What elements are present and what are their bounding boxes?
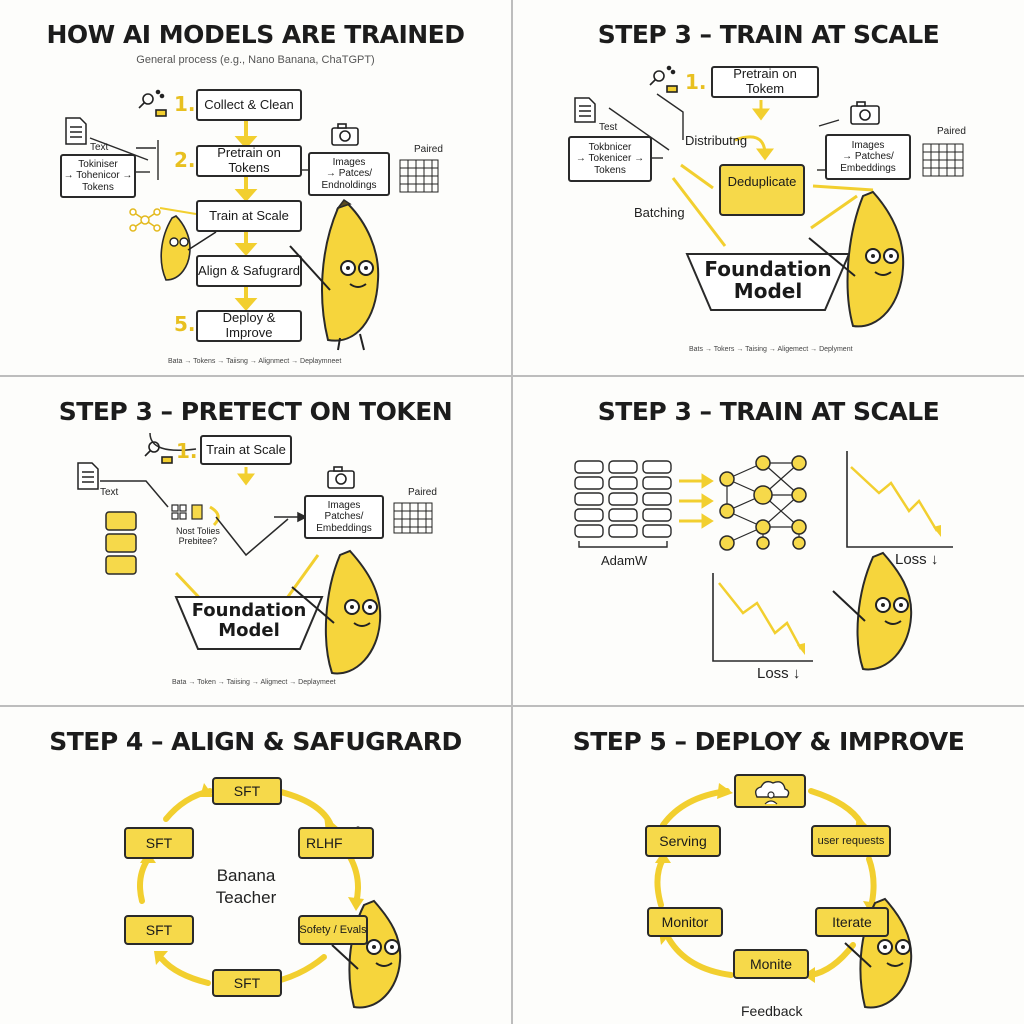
camera-icon bbox=[327, 466, 355, 489]
paired-label: Paired bbox=[937, 126, 966, 137]
banana-mascot-large bbox=[289, 198, 380, 351]
icons-layer bbox=[65, 89, 439, 232]
images-box: Images → Patches/ Embeddings bbox=[825, 134, 911, 180]
cycle-node-user-requests: user requests bbox=[811, 825, 891, 857]
panel-pretrain: STEP 3 – PRETECT ON TOKEN bbox=[0, 377, 511, 705]
flow-arrows bbox=[574, 65, 964, 328]
pixel-grid-icon bbox=[393, 502, 433, 534]
training-graphics bbox=[574, 451, 953, 671]
flow-and-icons bbox=[77, 432, 433, 675]
panel-title: STEP 3 – TRAIN AT SCALE bbox=[597, 20, 940, 49]
cloud-user-icon bbox=[734, 774, 806, 808]
foundation-model-label: Foundation Model bbox=[704, 257, 832, 303]
cycle-node-monitor: Monitor bbox=[647, 907, 723, 937]
banana-mascot bbox=[291, 549, 382, 675]
panel-title: STEP 4 – ALIGN & SAFUGRARD bbox=[49, 727, 462, 756]
foundation-trapezoid bbox=[685, 253, 851, 311]
step-box-pretrain: Pretrain on Tokens bbox=[196, 145, 302, 177]
panel-title: HOW AI MODELS ARE TRAINED bbox=[46, 20, 466, 49]
cycle-node-iterate: Iterate bbox=[815, 907, 889, 937]
banana-mascot bbox=[808, 190, 905, 328]
neural-network-icon bbox=[719, 455, 807, 551]
step-box-train: Train at Scale bbox=[200, 435, 292, 465]
foundation-trapezoid bbox=[174, 596, 324, 650]
cycle-arrows bbox=[654, 774, 913, 1009]
distributing-label: Distributng bbox=[685, 133, 748, 148]
text-label: Text bbox=[90, 142, 109, 153]
tokenizer-box: Tokiniser → Tohenicor → Tokens bbox=[60, 154, 136, 198]
panel-footer: Bats → Tokers → Taising → Aligemect → De… bbox=[689, 346, 853, 353]
loss-chart-bottom bbox=[712, 573, 813, 662]
step-box-train: Train at Scale bbox=[196, 200, 302, 232]
cycle-node-rlhf: RLHF bbox=[298, 827, 374, 859]
images-box: Images → Patces/ Endnoldings bbox=[308, 152, 390, 196]
cycle-node-sft-bottom: SFT bbox=[212, 969, 282, 997]
token-grid-icon bbox=[171, 504, 203, 520]
cycle-node-sft-left-top: SFT bbox=[124, 827, 194, 859]
document-icon bbox=[65, 117, 87, 145]
document-icon bbox=[77, 462, 99, 490]
step-number: 1. bbox=[174, 92, 196, 116]
batching-label: Batching bbox=[634, 205, 685, 220]
paired-label: Paired bbox=[414, 144, 443, 155]
panel-deploy: STEP 5 – DEPLOY & IMPROVE bbox=[513, 707, 1024, 1024]
network-icon bbox=[129, 208, 161, 232]
loss-label-bottom: Loss ↓ bbox=[757, 665, 801, 682]
images-box: Images Patches/ Embeddings bbox=[304, 495, 384, 539]
tokenizer-box: Tokbnicer → Tokenicer → Tokens bbox=[568, 136, 652, 182]
step-box-align: Align & Safugrard bbox=[196, 255, 302, 287]
panel-subtitle: General process (e.g., Nano Banana, ChaT… bbox=[136, 54, 375, 66]
feedback-label: Feedback bbox=[741, 1003, 803, 1019]
loss-label-top: Loss ↓ bbox=[895, 551, 939, 568]
magnifier-icon bbox=[649, 65, 678, 93]
document-icon bbox=[574, 97, 596, 123]
cycle-node-monite: Monite bbox=[733, 949, 809, 979]
camera-icon bbox=[850, 101, 880, 125]
banana-mascot bbox=[832, 551, 913, 671]
magnifier-icon bbox=[138, 89, 167, 117]
step-number: 1. bbox=[685, 70, 707, 94]
pixel-grid-icon bbox=[922, 143, 964, 177]
panel-footer: Bata → Tokens → Taiisng → Alignmect → De… bbox=[168, 358, 342, 365]
banana-mascot-small bbox=[160, 215, 217, 281]
cycle-node-safety: Sofety / Evals bbox=[298, 915, 368, 945]
horizontal-divider-lower bbox=[0, 705, 1024, 707]
question-label: Nost Tolies Prebitee? bbox=[176, 526, 220, 546]
database-cluster-icon bbox=[574, 460, 672, 548]
panel-train-scale-a: STEP 3 – TRAIN AT SCALE bbox=[513, 0, 1024, 375]
paired-label: Paired bbox=[408, 487, 437, 498]
panel-title: STEP 5 – DEPLOY & IMPROVE bbox=[572, 727, 965, 756]
text-label: Test bbox=[599, 122, 618, 133]
flow-arrows bbox=[89, 120, 318, 312]
step-box-deploy: Deploy & Improve bbox=[196, 310, 302, 342]
camera-icon bbox=[331, 123, 359, 146]
loss-chart-top bbox=[846, 451, 953, 548]
optimizer-label: AdamW bbox=[601, 553, 648, 568]
magnifier-icon bbox=[144, 441, 173, 464]
pixel-grid-icon bbox=[399, 159, 439, 193]
database-stack-icon bbox=[105, 511, 137, 575]
step-number: 2. bbox=[174, 148, 196, 172]
text-label: Text bbox=[100, 487, 119, 498]
panel-title: STEP 3 – PRETECT ON TOKEN bbox=[58, 397, 453, 426]
deduplicate-box: Deduplicate bbox=[719, 164, 805, 216]
foundation-model-label: Foundation Model bbox=[191, 600, 307, 641]
step-box-pretrain: Pretrain on Tokem bbox=[711, 66, 819, 98]
panel-overview: HOW AI MODELS ARE TRAINED General proces… bbox=[0, 0, 511, 375]
panel-footer: Bata → Token → Taiising → Aligmect → Dep… bbox=[172, 679, 336, 686]
panel-title: STEP 3 – TRAIN AT SCALE bbox=[597, 397, 940, 426]
banana-mascots bbox=[160, 198, 380, 351]
vertical-divider bbox=[511, 0, 513, 1024]
center-label: Banana Teacher bbox=[215, 866, 277, 908]
cycle-node-sft-top: SFT bbox=[212, 777, 282, 805]
panel-train-scale-b: STEP 3 – TRAIN AT SCALE bbox=[513, 377, 1024, 705]
step-box-collect: Collect & Clean bbox=[196, 89, 302, 121]
step-number: 1. bbox=[176, 439, 198, 463]
horizontal-divider-upper bbox=[0, 375, 1024, 377]
cycle-node-sft-left-bottom: SFT bbox=[124, 915, 194, 945]
cycle-node-serving: Serving bbox=[645, 825, 721, 857]
panel-align: STEP 4 – ALIGN & SAFUGRARD bbox=[0, 707, 511, 1024]
step-number: 5. bbox=[174, 312, 196, 336]
